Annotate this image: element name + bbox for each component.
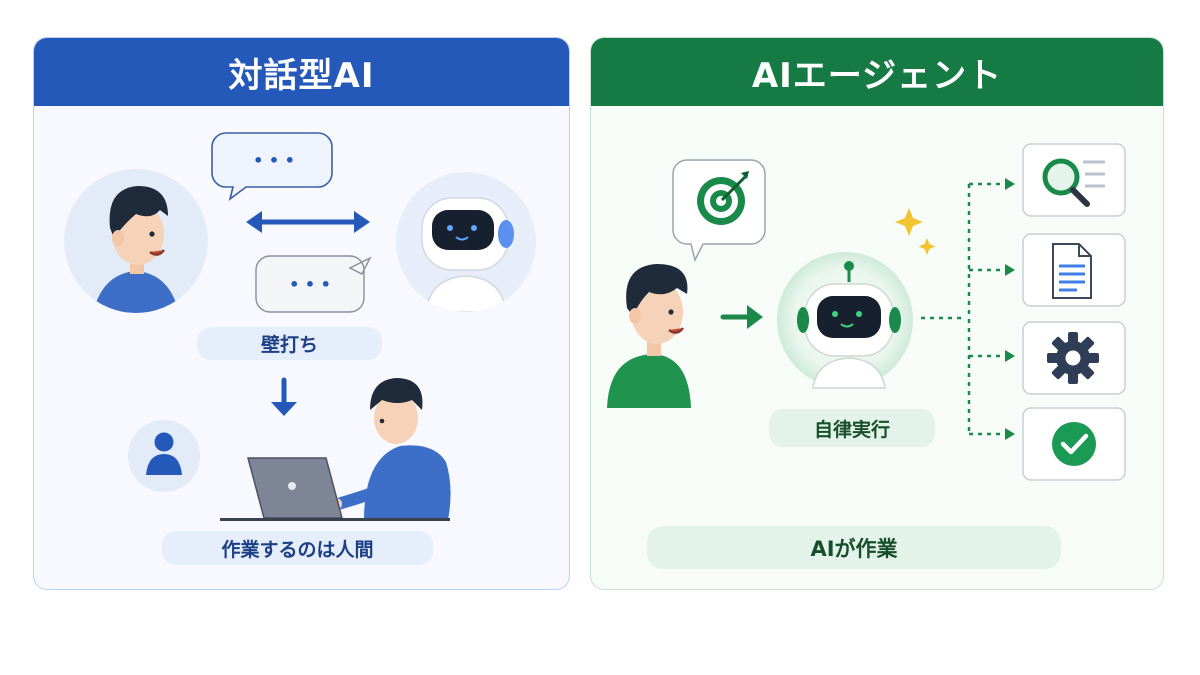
robot-icon (777, 252, 913, 389)
check-tool-card (1022, 407, 1126, 481)
ai-agent-illustration (607, 143, 1126, 481)
check-icon (1052, 422, 1096, 466)
human-work-label: 作業するのは人間 (162, 531, 433, 565)
conversational-ai-illustration: • • • • • • (64, 132, 536, 521)
gear-icon (1047, 332, 1099, 384)
branch-connectors (921, 182, 1007, 436)
ai-agent-panel: AIエージェント (590, 37, 1164, 590)
search-icon (1042, 158, 1105, 207)
target-bubble (672, 159, 766, 263)
brainstorm-label: 壁打ち (197, 327, 382, 360)
laptop-icon (220, 457, 450, 521)
conversational-ai-panel: 対話型AI • • • (33, 37, 570, 590)
down-arrow-icon (271, 377, 297, 416)
robot-icon (396, 172, 536, 312)
chat-bubble-top-dots: • • • (253, 151, 295, 170)
document-tool-card (1022, 233, 1126, 307)
double-arrow-icon (246, 211, 370, 233)
ai-agent-title: AIエージェント (591, 38, 1163, 106)
person-avatar-icon (607, 264, 691, 408)
gear-tool-card (1022, 321, 1126, 395)
document-icon (1052, 243, 1092, 299)
chat-bubble-top: • • • (211, 132, 333, 201)
sparkle-icon (895, 208, 936, 255)
ai-work-label: AIが作業 (647, 526, 1061, 569)
chat-bubble-bottom-dots: • • • (289, 275, 331, 294)
conversational-ai-title: 対話型AI (34, 38, 569, 106)
search-tool-card (1022, 143, 1126, 217)
target-icon (697, 171, 749, 225)
person-at-laptop (220, 378, 451, 521)
person-avatar-icon (64, 169, 208, 313)
user-icon (128, 420, 200, 492)
chat-bubble-bottom: • • • (255, 255, 372, 313)
autonomous-execution-label: 自律実行 (769, 409, 935, 447)
arrow-right-icon (720, 305, 763, 329)
